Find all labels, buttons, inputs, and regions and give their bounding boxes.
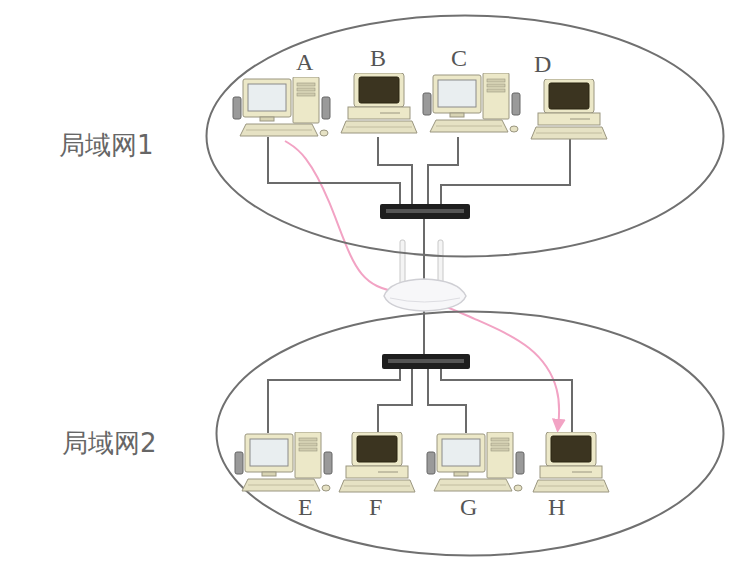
cable (423, 218, 425, 282)
computer-icon (426, 432, 526, 494)
computer-icon (340, 73, 418, 135)
cable (268, 137, 400, 206)
switch-top (380, 204, 470, 219)
wireless-router (384, 240, 466, 311)
network-label: 局域网1 (59, 128, 154, 163)
cable-group (268, 137, 572, 433)
host-letter: E (234, 494, 334, 522)
lan-region: 局域网1ABCD (205, 14, 725, 258)
host-letter: A (232, 49, 332, 77)
computer: A (232, 49, 332, 139)
desktop-computer (339, 432, 415, 492)
cable (441, 137, 570, 206)
host-letter: D (530, 51, 608, 79)
desktop-computer (531, 79, 607, 139)
computer-icon (232, 77, 332, 139)
computer-icon (338, 432, 416, 494)
computer-icon (532, 432, 610, 494)
switch-bottom (382, 354, 470, 369)
computer: D (530, 51, 608, 141)
computer: E (234, 432, 334, 522)
computer: B (340, 45, 418, 135)
desktop-computer (235, 432, 332, 491)
host-letter: C (422, 45, 522, 73)
network-label: 局域网2 (62, 426, 157, 461)
desktop-computer (427, 432, 524, 491)
desktop-computer (341, 73, 417, 133)
computer: H (532, 432, 610, 522)
cable (378, 137, 412, 206)
lan-region: 局域网2EFGH (215, 310, 725, 557)
computer: G (426, 432, 526, 522)
computer-icon (234, 432, 334, 494)
cable (268, 368, 400, 433)
computer-icon (530, 79, 608, 141)
computer: C (422, 45, 522, 135)
cable (428, 137, 458, 206)
desktop-computer (423, 73, 520, 132)
host-letter: B (340, 45, 418, 73)
cable (378, 368, 412, 433)
host-letter: F (338, 494, 416, 522)
desktop-computer (233, 77, 330, 136)
cable (428, 368, 466, 433)
host-letter: H (532, 494, 610, 522)
cable (423, 308, 425, 356)
computer: F (338, 432, 416, 522)
host-letter: G (426, 494, 526, 522)
computer-icon (422, 73, 522, 135)
cable (441, 368, 572, 433)
desktop-computer (533, 432, 609, 492)
